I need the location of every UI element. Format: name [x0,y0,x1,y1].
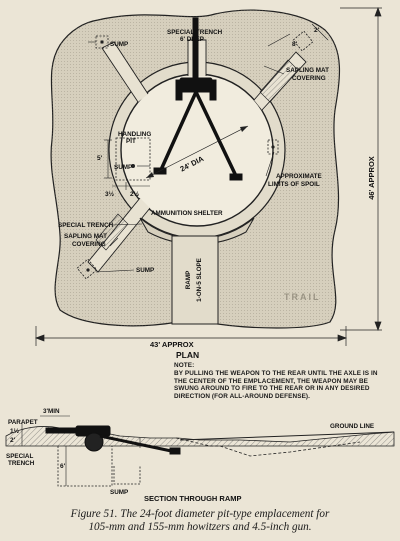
note-block: NOTE: BY PULLING THE WEAPON TO THE REAR … [174,362,384,401]
label-sump-pit: SUMP [114,164,132,171]
sump-dot-pit [131,164,135,168]
label-ammunition-shelter: AMMUNITION SHELTER [151,210,223,217]
label-approx-limits-1: APPROXIMATE [276,173,322,180]
caption-line-2: 105-mm and 155-mm howitzers and 4.5-inch… [88,521,312,533]
sump-section [113,466,141,485]
label-handling-pit-1: HANDLING [118,131,151,138]
label-trench-depth: 6' DEEP [180,36,204,43]
label-dim-1-5: 1½ [10,427,20,435]
label-sump-section: SUMP [110,489,128,496]
section-view: PARAPET 3'MIN 1½ 2' GROUND LINE SPECIAL … [5,408,395,503]
label-sump-bottom: SUMP [136,267,154,274]
pit-dimensions [104,139,150,190]
diameter-dimension [145,125,249,179]
height-dimension [340,7,382,331]
label-trail: TRAIL [284,292,321,302]
label-dim-6: 6' [60,463,66,470]
label-dim-2-top: 2' [314,27,320,34]
label-dim-8: 8' [292,41,298,48]
special-trench-section [57,446,113,487]
leader-lines [88,41,285,273]
sapling-mat-coverings [95,59,299,251]
section-dimensions [21,415,141,486]
label-dim-5: 5' [97,155,103,162]
label-ground-line: GROUND LINE [330,423,374,430]
label-3min: 3'MIN [43,408,60,415]
label-sapling-mat-right: SAPLING MAT [286,67,329,74]
note-text: BY PULLING THE WEAPON TO THE REAR UNTIL … [174,369,378,401]
figure-caption: Figure 51. The 24-foot diameter pit-type… [0,508,400,534]
plan-view: SPECIAL TRENCH 6' DEEP SUMP 8' 2' SAPLIN… [35,7,382,360]
label-section-through-ramp: SECTION THROUGH RAMP [144,494,242,503]
label-dim-3-5: 3½ [105,190,115,198]
width-dimension [35,326,347,346]
label-sapling-mat-left: SAPLING MAT [64,233,107,240]
label-slope: 1-ON-5 SLOPE [196,258,203,302]
label-handling-pit-2: PIT [126,138,136,145]
label-parapet: PARAPET [8,419,38,426]
label-ramp: RAMP [185,271,192,290]
sump-dot-bottom [86,268,90,272]
label-special-trench-left: SPECIAL TRENCH [58,222,114,229]
label-special-trench-sec-1: SPECIAL [6,453,33,460]
label-covering-right: COVERING [292,75,326,82]
label-plan: PLAN [176,350,199,360]
label-dim-2-section: 2' [10,437,16,444]
howitzer-section [45,425,181,455]
ramp-slope [175,437,361,457]
label-width: 43' APPROX [150,340,194,349]
ground-line [179,431,395,441]
label-sump-top-left: SUMP [110,41,128,48]
label-dim-2-5: 2½ [130,190,140,198]
caption-line-1: Figure 51. The 24-foot diameter pit-type… [70,508,330,520]
note-heading: NOTE: [174,362,195,369]
label-special-trench-top: SPECIAL TRENCH [167,29,223,36]
spoil-marker [271,145,275,149]
label-approx-limits-2: LIMITS OF SPOIL [268,181,320,188]
sump-dot-top-left [100,40,104,44]
ramp [171,235,219,325]
label-height: 46' APPROX [367,156,376,200]
label-covering-left: COVERING [72,241,106,248]
label-special-trench-sec-2: TRENCH [8,460,35,467]
trench-dimensions [267,23,329,47]
